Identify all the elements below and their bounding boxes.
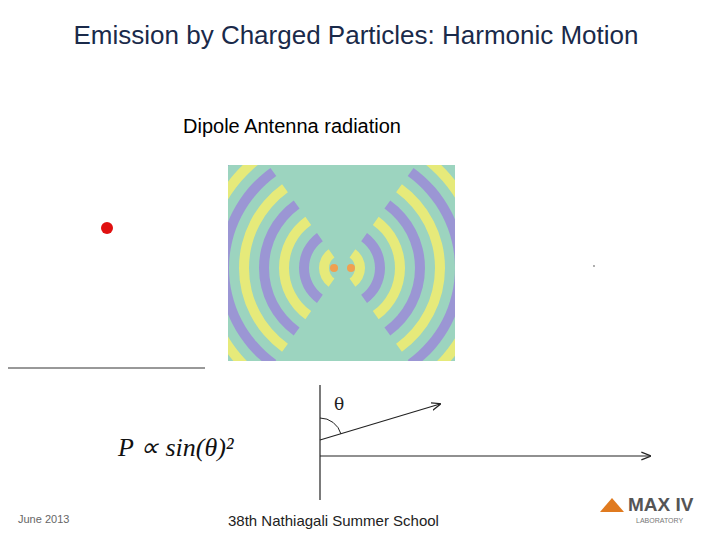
speck (593, 265, 595, 267)
angle-symbol: θ (334, 394, 344, 414)
school-footer: 38th Nathiagali Summer School (228, 512, 439, 529)
axis-line (319, 385, 320, 500)
radiation-pattern (228, 165, 455, 361)
slide-title: Emission by Charged Particles: Harmonic … (0, 20, 716, 51)
subtitle: Dipole Antenna radiation (183, 115, 401, 138)
angle-sketch (320, 385, 650, 500)
direction-arrow (320, 455, 650, 456)
baseline (8, 368, 205, 369)
charge-dot (101, 222, 113, 234)
angle-arc (320, 418, 341, 434)
logo-mark (600, 498, 624, 512)
date-footer: June 2013 (18, 513, 69, 525)
logo-text: MAX IV (628, 494, 693, 516)
logo-subtext: LABORATORY (636, 517, 683, 524)
power-formula: P ∝ sin(θ)² (118, 432, 234, 463)
